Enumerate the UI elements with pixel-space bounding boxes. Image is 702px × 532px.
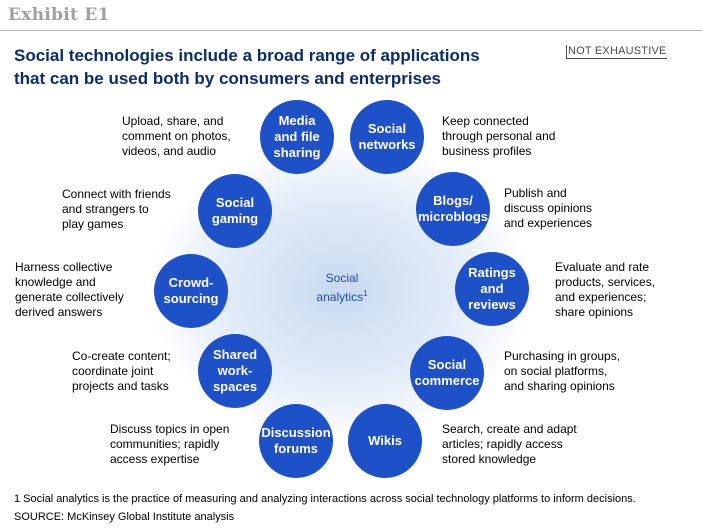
node-social-gaming: Social gaming: [198, 174, 272, 248]
node-media-file-sharing: Media and file sharing: [260, 100, 334, 174]
node-social-networks: Social networks: [350, 100, 424, 174]
desc-wikis: Search, create and adapt articles; rapid…: [442, 422, 577, 466]
node-wikis: Wikis: [348, 404, 422, 478]
desc-social-gaming: Connect with friends and strangers to pl…: [62, 187, 171, 231]
desc-social-networks: Keep connected through personal and busi…: [442, 114, 556, 158]
desc-social-commerce: Purchasing in groups, on social platform…: [504, 349, 621, 393]
source-note: SOURCE: McKinsey Global Institute analys…: [14, 511, 235, 523]
node-social-commerce: Social commerce: [410, 336, 484, 410]
desc-discussion-forums: Discuss topics in open communities; rapi…: [110, 422, 230, 466]
node-shared-workspaces: Shared work- spaces: [198, 334, 272, 408]
desc-blogs-microblogs: Publish and discuss opinions and experie…: [504, 186, 593, 230]
center-footnote-mark: 1: [363, 289, 368, 298]
center-label-line-2: analytics: [316, 290, 364, 304]
title-line-1: Social technologies include a broad rang…: [14, 46, 480, 65]
node-discussion-forums: Discussion forums: [259, 404, 333, 478]
desc-media-file-sharing: Upload, share, and comment on photos, vi…: [122, 114, 231, 158]
not-exhaustive-badge: NOT EXHAUSTIVE: [566, 45, 667, 59]
footnote: 1 Social analytics is the practice of me…: [14, 493, 636, 505]
node-crowdsourcing: Crowd- sourcing: [154, 254, 228, 328]
desc-ratings-reviews: Evaluate and rate products, services, an…: [555, 260, 656, 319]
center-label-line-1: Social: [325, 271, 359, 285]
desc-shared-workspaces: Co-create content; coordinate joint proj…: [72, 349, 171, 393]
title-line-2: that can be used both by consumers and e…: [14, 69, 441, 88]
header-divider: [0, 30, 702, 31]
node-ratings-reviews: Ratings and reviews: [455, 252, 529, 326]
exhibit-label: Exhibit E1: [8, 5, 110, 25]
node-blogs-microblogs: Blogs/ microblogs: [416, 172, 490, 246]
exhibit-title: Social technologies include a broad rang…: [14, 44, 534, 90]
desc-crowdsourcing: Harness collective knowledge and generat…: [15, 260, 124, 319]
center-social-analytics: Social analytics1: [290, 270, 394, 305]
